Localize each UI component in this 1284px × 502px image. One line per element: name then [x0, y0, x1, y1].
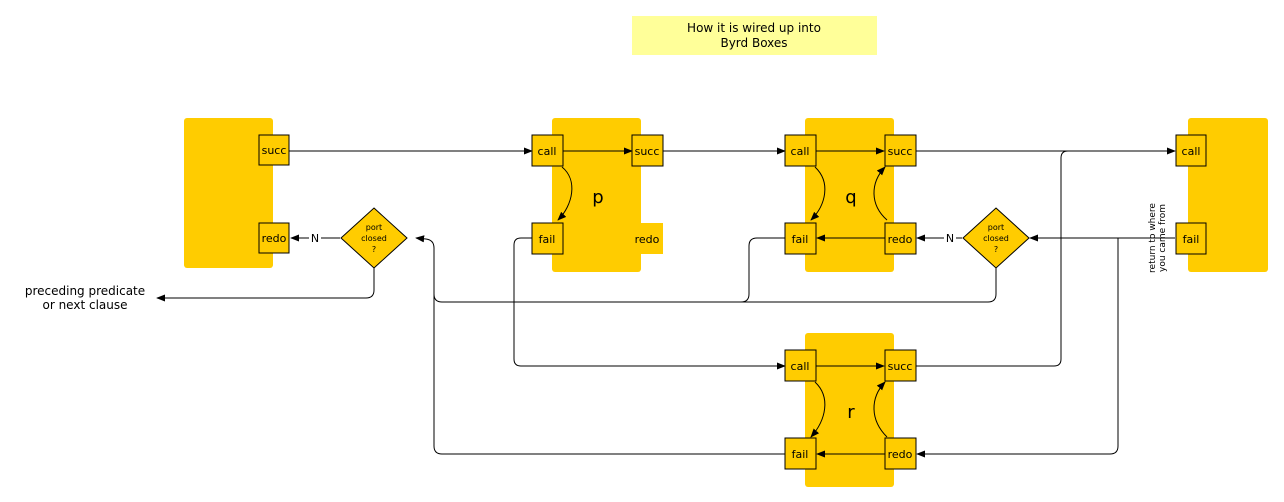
- p-ports: call succ fail redo: [531, 134, 664, 255]
- port-q-redo: [884, 222, 917, 255]
- port-q-fail-label: fail: [792, 233, 809, 246]
- port-p-call-label: call: [538, 145, 557, 158]
- port-p-call: [531, 134, 564, 167]
- port-caller-redo-label: redo: [262, 232, 287, 245]
- predicate-box-p: [552, 118, 641, 272]
- box-label-r: r: [847, 402, 855, 423]
- port-q-call-label: call: [791, 145, 810, 158]
- right-note-line-1: return to where: [1148, 203, 1158, 273]
- port-q-call: [784, 134, 817, 167]
- title-box: How it is wired up into Byrd Boxes: [632, 16, 877, 55]
- port-p-succ-label: succ: [635, 145, 660, 158]
- port-p-fail: [531, 222, 564, 255]
- diamond-right-line-2: closed: [983, 234, 1009, 243]
- port-q-succ: [884, 134, 917, 167]
- predicate-box-q: [805, 118, 894, 272]
- port-r-call: [784, 349, 817, 382]
- continuation-ports: call fail: [1175, 134, 1207, 255]
- no-label-right: N: [946, 232, 954, 245]
- diamond-left-line-2: closed: [361, 234, 387, 243]
- title-line-1: How it is wired up into: [687, 21, 821, 35]
- port-q-fail: [784, 222, 817, 255]
- port-r-fail-label: fail: [792, 448, 809, 461]
- diamond-right-line-3: ?: [994, 245, 998, 254]
- port-cont-fail: [1175, 222, 1207, 255]
- left-note-line-1: preceding predicate: [25, 284, 145, 298]
- port-caller-succ: [258, 134, 290, 166]
- port-closed-diamond-left: port closed ?: [340, 207, 408, 269]
- continuation-box: [1188, 118, 1268, 272]
- port-q-succ-label: succ: [888, 145, 913, 158]
- diamond-left-line-3: ?: [372, 245, 376, 254]
- port-r-fail: [784, 437, 817, 470]
- q-ports: call succ fail redo: [784, 134, 917, 255]
- port-r-call-label: call: [791, 360, 810, 373]
- port-r-succ-label: succ: [888, 360, 913, 373]
- port-r-redo-label: redo: [888, 448, 913, 461]
- diamond-right-line-1: port: [988, 223, 1004, 232]
- port-q-redo-label: redo: [888, 233, 913, 246]
- port-cont-fail-label: fail: [1183, 233, 1200, 246]
- port-p-succ: [631, 134, 664, 167]
- port-p-redo-label: redo: [635, 233, 660, 246]
- box-label-p: p: [592, 187, 603, 208]
- no-label-left: N: [311, 232, 319, 245]
- port-closed-diamond-right: port closed ?: [962, 207, 1030, 269]
- title-line-2: Byrd Boxes: [720, 36, 787, 50]
- port-caller-succ-label: succ: [262, 144, 287, 157]
- caller-box: [184, 118, 273, 268]
- caller-ports: succ redo: [258, 134, 290, 254]
- port-caller-redo: [258, 222, 290, 254]
- r-ports: call succ fail redo: [784, 349, 917, 470]
- left-note-line-2: or next clause: [42, 298, 127, 312]
- port-p-redo: [632, 223, 663, 254]
- port-r-redo: [884, 437, 917, 470]
- predicate-box-r: [805, 333, 894, 487]
- box-label-q: q: [845, 187, 856, 208]
- port-cont-call-label: call: [1182, 145, 1201, 158]
- right-note-line-2: you came from: [1158, 204, 1168, 272]
- right-note: return to where you came from: [1148, 203, 1168, 273]
- wires: [156, 147, 1176, 458]
- diamond-left-line-1: port: [366, 223, 382, 232]
- port-p-fail-label: fail: [539, 233, 556, 246]
- port-cont-call: [1175, 134, 1207, 167]
- port-r-succ: [884, 349, 917, 382]
